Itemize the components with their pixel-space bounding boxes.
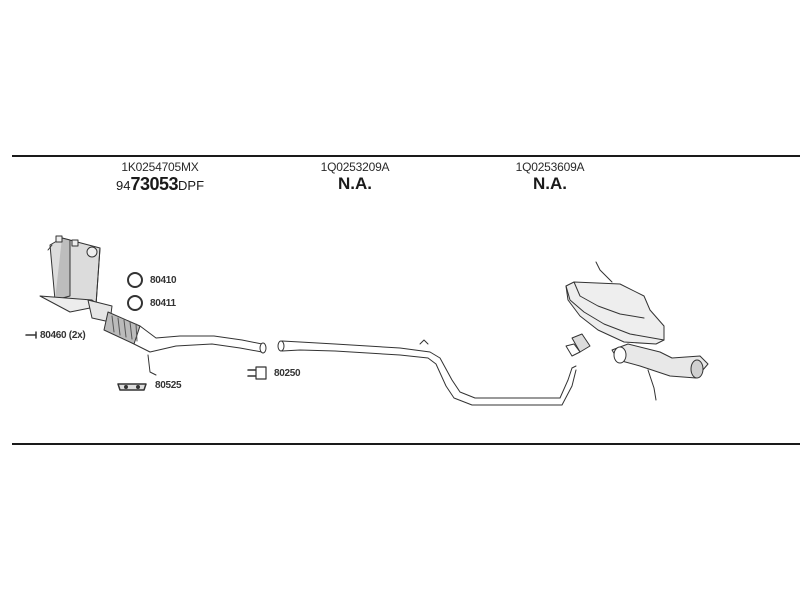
dpf-unit [39,235,113,323]
bolt-icon [25,331,37,339]
label-clamp: 80250 [274,368,301,379]
part-number-middle: 1Q0253209A [320,160,390,174]
flex-pipe [103,311,267,354]
column-rear-muffler: 1Q0253609A N.A. [485,160,615,194]
catalog-number-rear: N.A. [533,174,567,193]
catalog-main: 73053 [130,174,179,194]
part-number-rear: 1Q0253609A [515,160,585,174]
catalog-prefix: 94 [115,178,131,193]
ring-80411 [127,295,143,311]
catalog-number-middle: N.A. [338,174,372,193]
bracket-icon [117,383,147,391]
label-ring-bottom: 80411 [150,298,176,309]
clamp-icon [247,369,257,377]
label-bracket: 80525 [155,380,182,391]
rear-muffler [565,261,709,401]
front-hanger [147,354,157,376]
column-dpf: 1K0254705MX 9473053DPF [95,160,225,195]
bottom-divider [12,443,800,445]
middle-pipe [277,339,577,406]
label-bolts: 80460 (2x) [40,330,86,341]
catalog-number-dpf: 9473053DPF [95,174,225,195]
column-middle-pipe: 1Q0253209A N.A. [290,160,420,194]
label-ring-top: 80410 [150,275,177,286]
catalog-suffix: DPF [178,178,205,193]
top-divider [12,155,800,157]
ring-80410 [127,272,143,288]
part-number-dpf: 1K0254705MX [121,160,199,174]
